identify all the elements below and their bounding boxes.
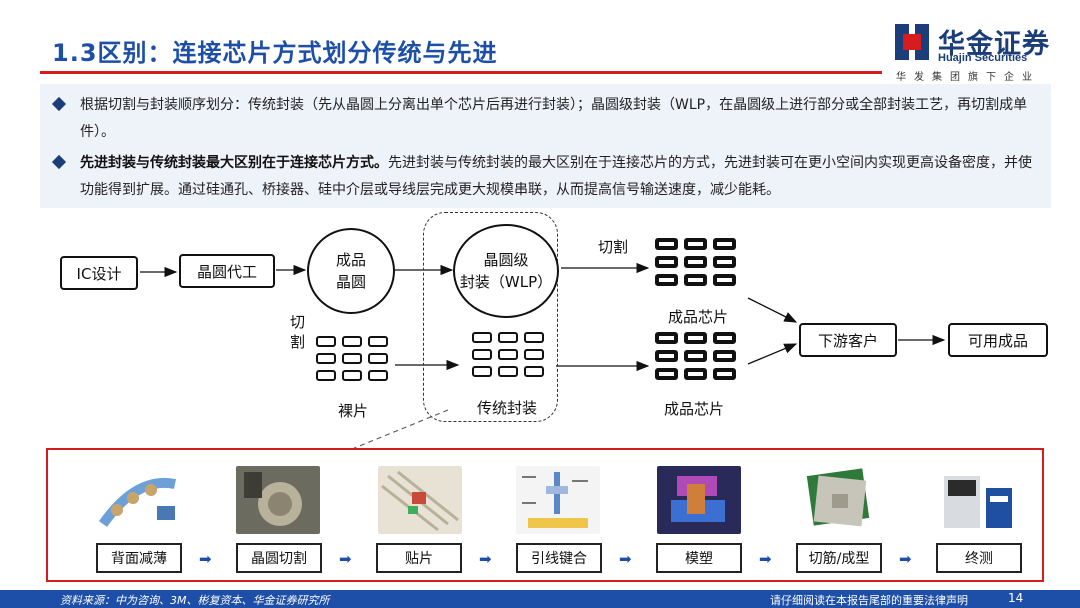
finished-chip-label: 成品芯片 [668,308,729,326]
bare-die-grid-icon [316,336,388,381]
logo-english: Huajin Securities [938,52,1028,64]
arrow-right-icon: ➡ [899,550,912,568]
finished-chip-label: 成品芯片 [664,400,725,418]
source-note: 资料来源：中为咨询、3M、彬复资本、华金证券研究所 [60,594,330,607]
backside-thinning-image [97,466,181,534]
cut-label-top: 切割 [598,238,629,256]
page-number: 14 [1008,591,1024,605]
traditional-package-grid-icon [472,332,544,377]
packaging-highlight [423,212,558,422]
step-molding: 模塑 [656,543,742,573]
arrow-right-icon: ➡ [339,550,352,568]
trim-form-image [796,466,880,534]
title-divider [40,71,882,74]
finished-chip-grid-icon [655,238,736,286]
huajin-logo-icon [893,22,931,62]
finished-chip-grid-icon [655,332,736,380]
wire-bonding-image [516,466,600,534]
step-wire-bonding: 引线键合 [516,543,602,573]
molding-image [657,466,741,534]
step-die-attach: 贴片 [376,543,462,573]
arrow-right-icon: ➡ [479,550,492,568]
bullet-bold: 先进封装与传统封装最大区别在于连接芯片方式。 [80,155,388,171]
bullet-text: 根据切割与封装顺序划分：传统封装（先从晶圆上分离出单个芯片后再进行封装）；晶圆级… [80,97,1028,140]
circle-label: 封装（WLP） [459,273,553,291]
usable-product-box: 可用成品 [948,323,1048,357]
wafer-dicing-image [236,466,320,534]
final-test-image [936,466,1020,534]
logo-subtitle: 华发集团旗下企业 [896,72,1040,83]
die-attach-image [378,466,462,534]
circle-label: 成品 [335,251,366,269]
arrow-right-icon: ➡ [759,550,772,568]
ic-design-box: IC设计 [60,256,138,290]
step-final-test: 终测 [936,543,1022,573]
cut-label-left: 切 割 [290,313,306,351]
finished-wafer-circle: 成品晶圆 [307,228,395,314]
step-wafer-dicing: 晶圆切割 [236,543,322,573]
wlp-circle: 晶圆级封装（WLP） [453,224,559,318]
summary-panel: 根据切割与封装顺序划分：传统封装（先从晶圆上分离出单个芯片后再进行封装）；晶圆级… [40,84,1051,208]
process-panel [46,448,1044,582]
step-trim-form: 切筋/成型 [796,543,882,573]
bare-die-label: 裸片 [338,402,369,420]
foundry-box: 晶圆代工 [179,254,275,288]
downstream-customer-box: 下游客户 [799,323,897,357]
circle-label: 晶圆 [335,273,366,291]
logo-text: 华金证券 [938,29,1050,60]
bullet-item: 先进封装与传统封装最大区别在于连接芯片方式。先进封装与传统封装的最大区别在于连接… [51,150,1038,204]
arrow-right-icon: ➡ [199,550,212,568]
traditional-package-label: 传统封装 [477,399,538,417]
arrow-right-icon: ➡ [619,550,632,568]
page-title: 1.3区别：连接芯片方式划分传统与先进 [52,39,498,67]
step-backside-thinning: 背面减薄 [96,543,182,573]
bullet-item: 根据切割与封装顺序划分：传统封装（先从晶圆上分离出单个芯片后再进行封装）；晶圆级… [51,92,1038,146]
legal-disclaimer: 请仔细阅读在本报告尾部的重要法律声明 [770,594,968,607]
circle-label: 晶圆级 [483,251,529,269]
footer-bar [0,590,1080,608]
bullet-text: 先进封装与传统封装的最大区别在于连接芯片的方式，先进封装可在更小空间内实现更高设… [80,155,1032,198]
